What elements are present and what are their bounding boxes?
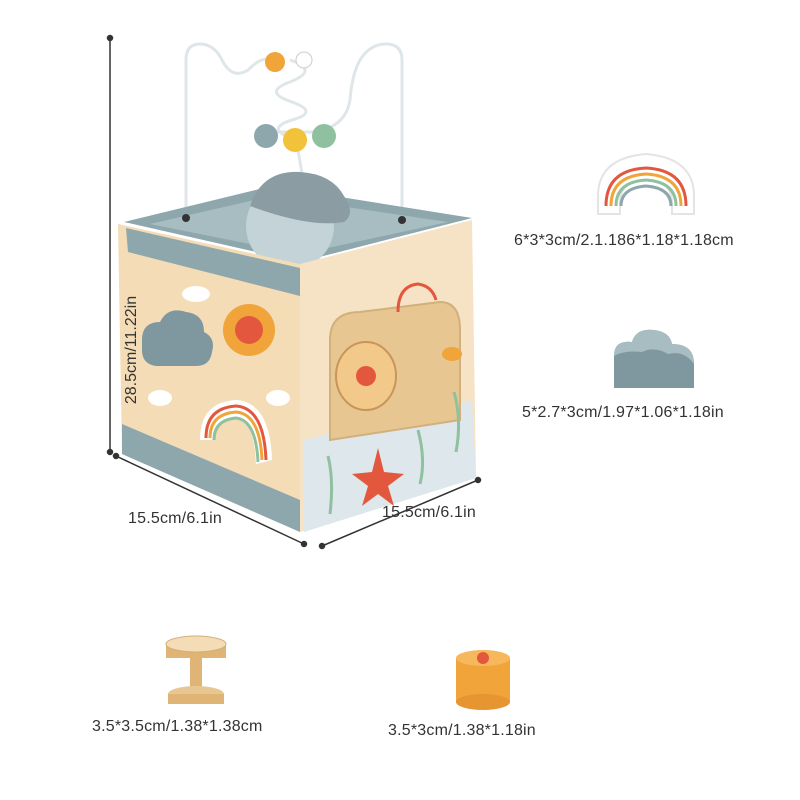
rainbow-block-size-label: 6*3*3cm/2.1.186*1.18*1.18cm [514, 232, 734, 249]
bead [254, 124, 278, 148]
cloud-block-icon [614, 329, 694, 388]
bead [295, 51, 313, 69]
height-dimension-label: 28.5cm/11.22in [123, 295, 141, 405]
bead [265, 52, 285, 72]
activity-cube [118, 42, 476, 532]
sun-cylinder-block-size-label: 3.5*3cm/1.38*1.18in [388, 722, 536, 739]
width-left-dimension-line [112, 452, 308, 548]
sun-cylinder-block-icon [456, 650, 510, 710]
spinner-roller-size-label: 3.5*3.5cm/1.38*1.38cm [92, 718, 263, 735]
bead-maze-wire [184, 42, 271, 216]
cloud-block-size-label: 5*2.7*3cm/1.97*1.06*1.18in [522, 404, 724, 421]
height-dimension-line [106, 34, 114, 456]
bead-maze-spiral [275, 58, 312, 221]
bead [283, 128, 307, 152]
starfish-icon [352, 448, 404, 506]
bead-maze-wire [260, 42, 404, 218]
spinner-roller-icon [165, 635, 227, 704]
whale-figure [250, 171, 350, 224]
rainbow-block-icon [597, 152, 695, 215]
bead [312, 124, 336, 148]
cloud-slot [142, 310, 213, 366]
width-left-dimension-label: 15.5cm/6.1in [128, 510, 223, 527]
width-right-dimension-label: 15.5cm/6.1in [382, 504, 477, 521]
width-right-dimension-line [318, 476, 482, 550]
